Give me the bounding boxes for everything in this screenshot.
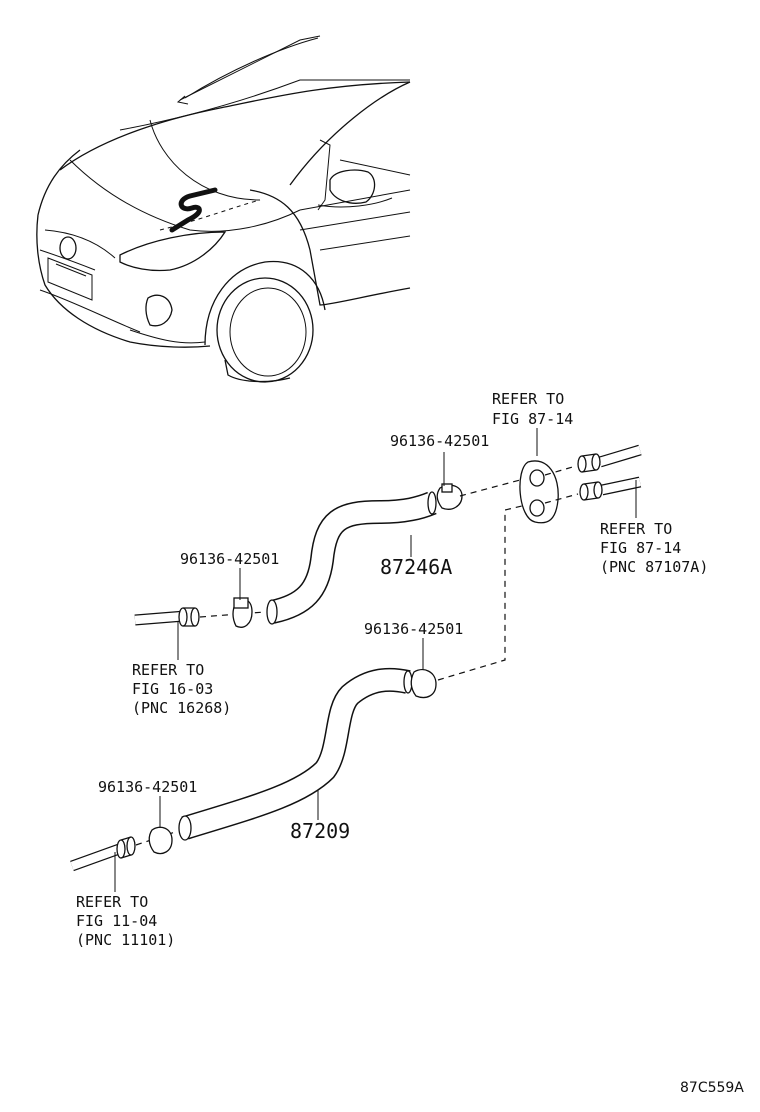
refer-mid-line1: REFER TO <box>132 661 204 679</box>
refer-top-line2: FIG 87-14 <box>492 410 573 428</box>
pipe-left-bottom-icon <box>70 831 176 872</box>
refer-right-line1: REFER TO <box>600 520 672 538</box>
refer-mid-line3: (PNC 16268) <box>132 699 231 717</box>
refer-bot-line2: FIG 11-04 <box>76 912 157 930</box>
clamp-part-number-mid-right: 96136-42501 <box>364 620 463 638</box>
figure-code: 87C559A <box>680 1080 744 1096</box>
clamp-part-number-mid-left: 96136-42501 <box>180 550 279 568</box>
pipe-left-mid-icon <box>134 607 266 627</box>
grommet-icon <box>437 444 642 681</box>
clamp-part-number-bottom: 96136-42501 <box>98 778 197 796</box>
refer-bot-line1: REFER TO <box>76 893 148 911</box>
refer-right-line2: FIG 87-14 <box>600 539 681 557</box>
hose-part-number-upper: 87246A <box>380 555 452 579</box>
leader-lines <box>114 428 637 892</box>
refer-right-line3: (PNC 87107A) <box>600 558 708 576</box>
hose-part-number-lower: 87209 <box>290 819 350 843</box>
refer-bot-line3: (PNC 11101) <box>76 931 175 949</box>
car-front-view-icon <box>36 35 411 383</box>
hose-clamp-icon <box>148 483 463 855</box>
refer-mid-line2: FIG 16-03 <box>132 680 213 698</box>
heater-hose-upper-icon <box>266 491 437 625</box>
clamp-part-number-top: 96136-42501 <box>390 432 489 450</box>
heater-hose-lower-icon <box>178 667 413 841</box>
refer-top-line1: REFER TO <box>492 390 564 408</box>
labels: REFER TO FIG 87-14 96136-42501 REFER TO … <box>76 390 744 1096</box>
